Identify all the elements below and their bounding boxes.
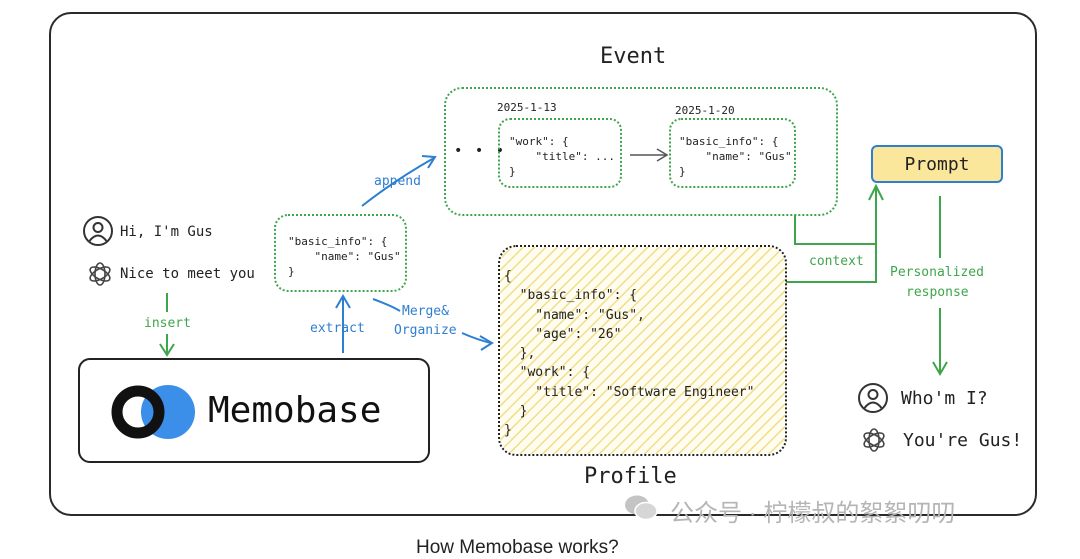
- memobase-label: Memobase: [208, 390, 382, 431]
- context-arrow: [786, 183, 884, 283]
- event-card-1: "work": { "title": ... }: [498, 118, 622, 188]
- extracted-memory-code: "basic_info": { "name": "Gus" }: [288, 235, 401, 278]
- memobase-box: Memobase: [78, 358, 430, 463]
- extract-label: extract: [310, 321, 365, 336]
- append-arrow: [361, 155, 437, 207]
- event-card-2: "basic_info": { "name": "Gus" }: [669, 118, 796, 188]
- extracted-memory-card: "basic_info": { "name": "Gus" }: [274, 214, 407, 292]
- chat-in-user-text: Hi, I'm Gus: [120, 224, 213, 240]
- chat-in-assistant-text: Nice to meet you: [120, 266, 255, 282]
- user-icon: [857, 382, 889, 414]
- user-icon: [82, 215, 114, 247]
- merge-label-line2: Organize: [394, 323, 457, 338]
- profile-container: { "basic_info": { "name": "Gus", "age": …: [498, 245, 787, 456]
- event-date-2: 2025-1-20: [675, 104, 735, 117]
- personalized-label-line1: Personalized: [890, 265, 984, 280]
- figure-caption: How Memobase works?: [416, 537, 619, 558]
- extract-arrow: [335, 294, 351, 353]
- context-label: context: [809, 254, 864, 269]
- profile-title: Profile: [584, 464, 677, 489]
- event-date-1: 2025-1-13: [497, 101, 557, 114]
- prompt-label: Prompt: [904, 153, 970, 175]
- event-ellipsis: • • •: [454, 143, 507, 159]
- memobase-logo: [110, 383, 200, 441]
- profile-hatch: [500, 247, 785, 454]
- merge-arrow: [372, 298, 494, 351]
- append-label: append: [374, 174, 421, 189]
- event-title: Event: [600, 44, 667, 69]
- personalized-label-line2: response: [906, 285, 969, 300]
- prompt-box: Prompt: [871, 145, 1003, 183]
- event-card-2-code: "basic_info": { "name": "Gus" }: [679, 135, 792, 178]
- wechat-icon: [624, 494, 658, 522]
- chat-out-user-text: Who'm I?: [901, 388, 988, 409]
- diagram-frame: [49, 12, 1037, 516]
- merge-label-line1: Merge&: [402, 304, 449, 319]
- event-card-1-code: "work": { "title": ... }: [509, 135, 615, 178]
- chat-out-assistant-text: You're Gus!: [903, 430, 1023, 451]
- response-arrow: [932, 196, 948, 376]
- insert-arrow: [159, 293, 175, 357]
- openai-icon: [85, 259, 115, 289]
- event-container: [444, 87, 838, 216]
- event-link-arrow: [630, 148, 669, 162]
- profile-code: { "basic_info": { "name": "Gus", "age": …: [504, 269, 755, 439]
- watermark-text: 公众号 · 柠檬叔的絮絮叨叨: [670, 500, 956, 527]
- insert-label: insert: [144, 316, 191, 331]
- openai-icon: [859, 425, 889, 455]
